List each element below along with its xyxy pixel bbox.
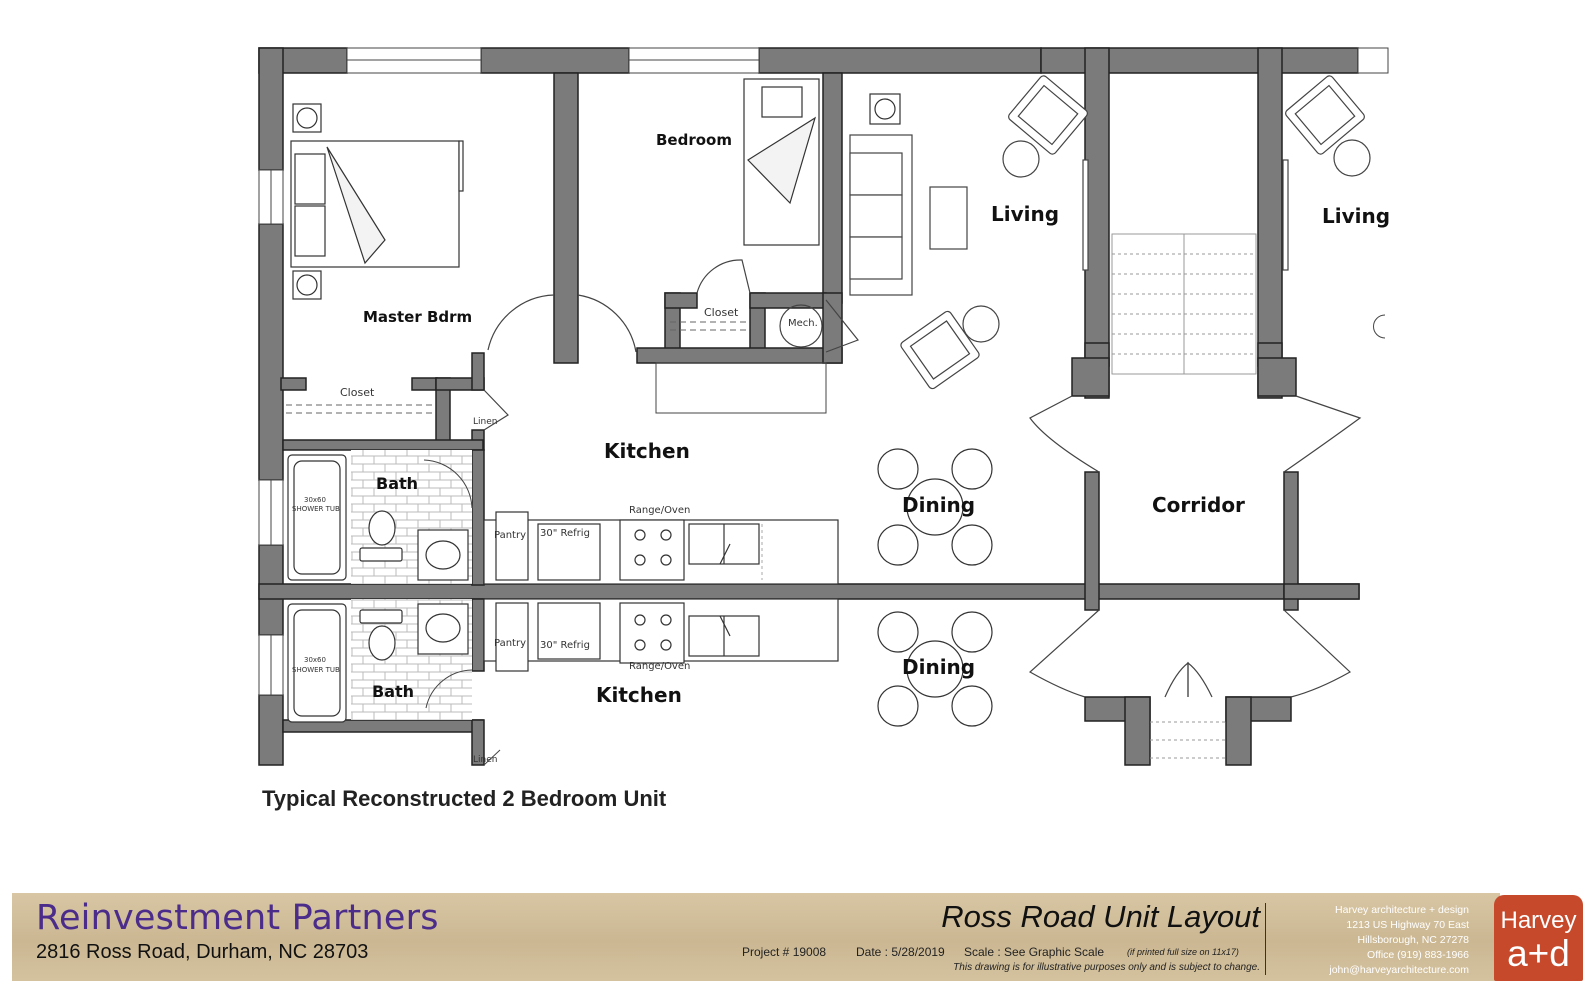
room-label-living-right: Living [1322, 204, 1390, 228]
project-number: Project # 19008 [742, 945, 827, 959]
room-label-master-bdrm: Master Bdrm [363, 308, 472, 326]
firm-info: Harvey architecture + design 1213 US Hig… [1270, 903, 1469, 978]
closet-label-master: Closet [340, 386, 375, 399]
firm-street: 1213 US Highway 70 East [1346, 919, 1469, 931]
stair-icon [1111, 233, 1257, 375]
firm-city: Hillsborough, NC 27278 [1357, 934, 1469, 946]
room-label-bath-bottom: Bath [372, 682, 414, 701]
title-block [12, 893, 1500, 981]
drawing-scale: Scale : See Graphic Scale [964, 945, 1105, 959]
room-label-corridor: Corridor [1152, 493, 1245, 517]
firm-name: Harvey architecture + design [1335, 904, 1469, 916]
plan-caption: Typical Reconstructed 2 Bedroom Unit [262, 786, 667, 811]
pantry-label-bottom: Pantry [494, 638, 526, 649]
sheet-title: Ross Road Unit Layout [941, 899, 1260, 934]
closet-rod [286, 404, 432, 414]
bathtub-icon [287, 454, 347, 581]
logo-text-bottom: a+d [1507, 933, 1570, 974]
toilet-icon [359, 510, 403, 562]
sofa-icon [849, 134, 1089, 296]
windows [258, 47, 1389, 696]
pantry-label-top: Pantry [494, 530, 526, 541]
title-divider [1265, 903, 1266, 975]
refrig-label-top: 30" Refrig [540, 528, 590, 539]
room-label-dining-bottom: Dining [902, 655, 975, 679]
drawing-date: Date : 5/28/2019 [856, 945, 945, 959]
room-label-living-left: Living [991, 202, 1059, 226]
linen-label-top: Linen [473, 417, 497, 427]
refrig-label-bottom: 30" Refrig [540, 640, 590, 651]
sink-icon [417, 529, 469, 581]
tub-label-bottom-2: SHOWER TUB [292, 666, 340, 674]
floor-plan: Master Bdrm Bedroom Living Living Kitche… [258, 47, 1390, 766]
room-label-dining-top: Dining [902, 493, 975, 517]
project-address: 2816 Ross Road, Durham, NC 28703 [36, 941, 369, 963]
closet-label-bedroom: Closet [704, 306, 739, 319]
bedroom-bed-icon [743, 78, 901, 246]
client-name: Reinvestment Partners [36, 898, 439, 938]
linen-label-bottom: Linen [473, 755, 497, 765]
firm-email: john@harveyarchitecture.com [1329, 964, 1469, 976]
room-label-kitchen-bottom: Kitchen [596, 683, 682, 707]
range-label-top: Range/Oven [629, 505, 690, 516]
disclaimer: This drawing is for illustrative purpose… [953, 962, 1260, 973]
armchair-icon [900, 75, 1088, 390]
room-label-kitchen-top: Kitchen [604, 439, 690, 463]
firm-phone: Office (919) 883-1966 [1367, 949, 1469, 961]
scale-note: (if printed full size on 11x17) [1127, 947, 1239, 957]
dining-set-bottom [877, 611, 993, 727]
kitchen-counter-bottom [483, 598, 839, 672]
range-label-bottom: Range/Oven [629, 661, 690, 672]
firm-logo: Harvey a+d [1494, 895, 1583, 981]
tub-label-top-1: 30x60 [304, 496, 326, 504]
master-bed-icon [290, 103, 464, 300]
tub-label-top-2: SHOWER TUB [292, 505, 340, 513]
walls [258, 47, 1360, 766]
room-label-bath-top: Bath [376, 474, 418, 493]
room-label-bedroom: Bedroom [656, 131, 732, 149]
kitchen-counter-top [483, 511, 839, 585]
dining-set-top [877, 448, 993, 566]
mech-label: Mech. [788, 318, 818, 329]
logo-text-top: Harvey [1500, 907, 1577, 934]
tub-label-bottom-1: 30x60 [304, 656, 326, 664]
